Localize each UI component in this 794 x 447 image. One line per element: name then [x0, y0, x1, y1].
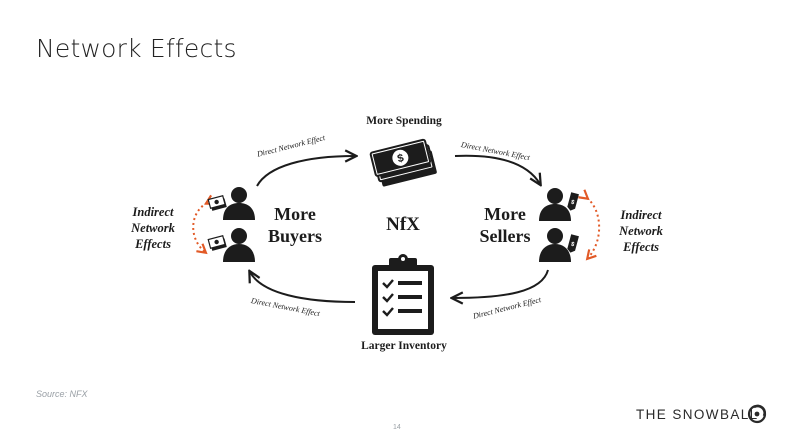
page-number: 14 [393, 424, 401, 431]
price-tag-icon: $ [567, 192, 579, 211]
sellers-node-line1: More [484, 204, 526, 224]
left-indirect-line2: Network [131, 221, 175, 235]
svg-text:$: $ [570, 242, 575, 249]
arrow-sellers-to-inventory [453, 269, 549, 298]
nfx-logo: NfX [386, 214, 420, 235]
right-indirect-line2: Network [619, 224, 663, 238]
slide-title: Network Effects [36, 34, 237, 63]
cash-icon [207, 194, 227, 211]
seller-person-icon [539, 228, 571, 262]
buyers-node-line2: Buyers [268, 226, 322, 246]
buyers-node: More Buyers [258, 203, 332, 247]
clipboard-icon [372, 254, 434, 335]
price-tag-icon: $ [567, 234, 579, 253]
right-indirect-line3: Effects [623, 240, 659, 254]
buyers-node-line1: More [274, 204, 316, 224]
right-indirect-line1: Indirect [620, 208, 662, 222]
arrow-spending-to-sellers [454, 154, 540, 184]
sellers-node-line2: Sellers [479, 226, 531, 246]
indirect-arrow-right [578, 189, 601, 261]
sellers-node: More Sellers [468, 203, 542, 247]
seller-person-icon [539, 188, 571, 221]
bottom-node-label: Larger Inventory [361, 340, 447, 352]
left-indirect-line3: Effects [135, 237, 171, 251]
source-note: Source: NFX [36, 389, 88, 399]
arrow-buyers-to-spending [256, 156, 355, 187]
left-indirect-line1: Indirect [132, 205, 174, 219]
buyer-person-icon [223, 187, 255, 220]
money-stack-icon: $ [369, 138, 437, 187]
arrow-inventory-to-buyers [250, 272, 356, 303]
left-indirect-label: Indirect Network Effects [118, 204, 188, 252]
right-indirect-label: Indirect Network Effects [606, 207, 676, 255]
cash-icon [207, 234, 227, 251]
svg-text:$: $ [570, 200, 575, 207]
indirect-arrow-left [192, 194, 216, 255]
top-node-label: More Spending [366, 115, 442, 127]
svg-text:$: $ [396, 152, 405, 165]
snowball-logo-icon [747, 404, 767, 424]
brand-name: THE SNOWBALL [636, 407, 759, 422]
buyer-person-icon [223, 228, 255, 262]
